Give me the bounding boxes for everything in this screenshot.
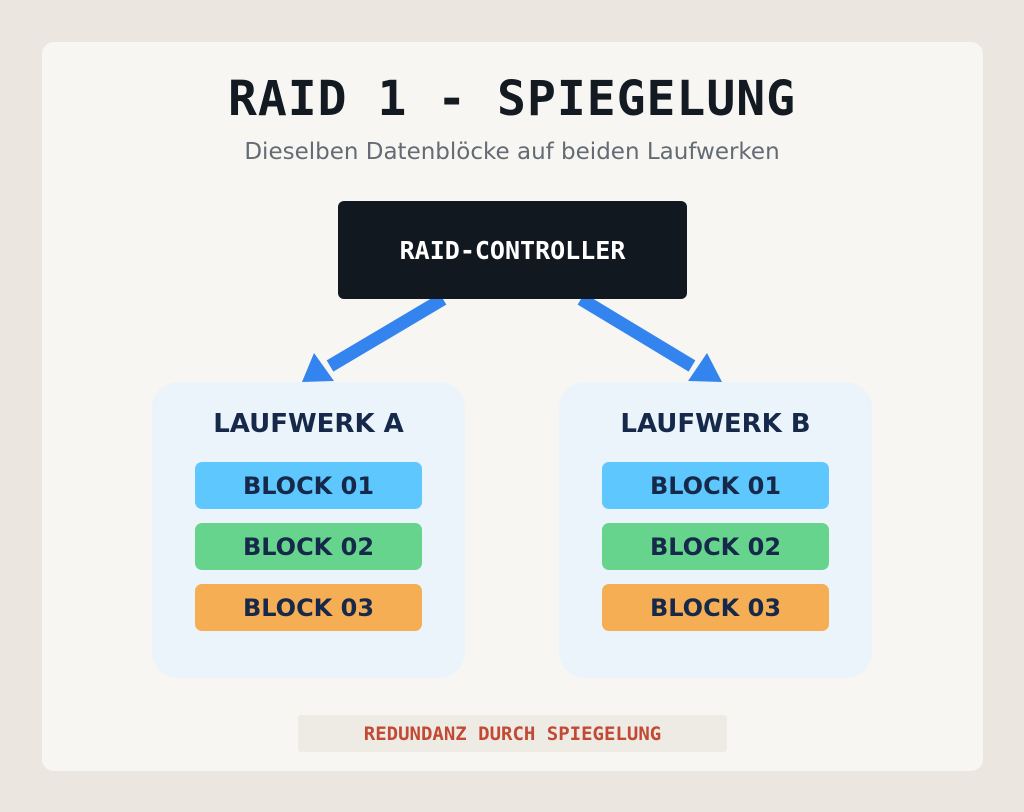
diagram-subtitle: Dieselben Datenblöcke auf beiden Laufwer…	[244, 139, 780, 165]
arrowhead-drive-a	[302, 353, 334, 382]
drive-b-title: LAUFWERK B	[620, 409, 811, 439]
drive-a-title: LAUFWERK A	[213, 409, 404, 439]
drive-b-block-01: BLOCK 01	[602, 462, 829, 509]
drive-b-block-03: BLOCK 03	[602, 584, 829, 631]
drive-b-block-02: BLOCK 02	[602, 523, 829, 570]
drive-b: LAUFWERK B BLOCK 01 BLOCK 02 BLOCK 03	[559, 382, 872, 678]
arrow-to-drive-a	[326, 293, 447, 372]
redundancy-banner: REDUNDANZ DURCH SPIEGELUNG	[298, 715, 727, 752]
raid-controller-box: RAID-CONTROLLER	[338, 201, 687, 299]
arrow-to-drive-b	[577, 293, 696, 372]
redundancy-banner-label: REDUNDANZ DURCH SPIEGELUNG	[363, 722, 662, 745]
drive-a: LAUFWERK A BLOCK 01 BLOCK 02 BLOCK 03	[152, 382, 465, 678]
diagram-title: RAID 1 - SPIEGELUNG	[227, 71, 797, 127]
drive-a-block-03: BLOCK 03	[195, 584, 422, 631]
raid-controller-label: RAID-CONTROLLER	[399, 235, 626, 265]
drive-a-block-02: BLOCK 02	[195, 523, 422, 570]
drive-a-block-01: BLOCK 01	[195, 462, 422, 509]
arrowhead-drive-b	[688, 353, 722, 382]
